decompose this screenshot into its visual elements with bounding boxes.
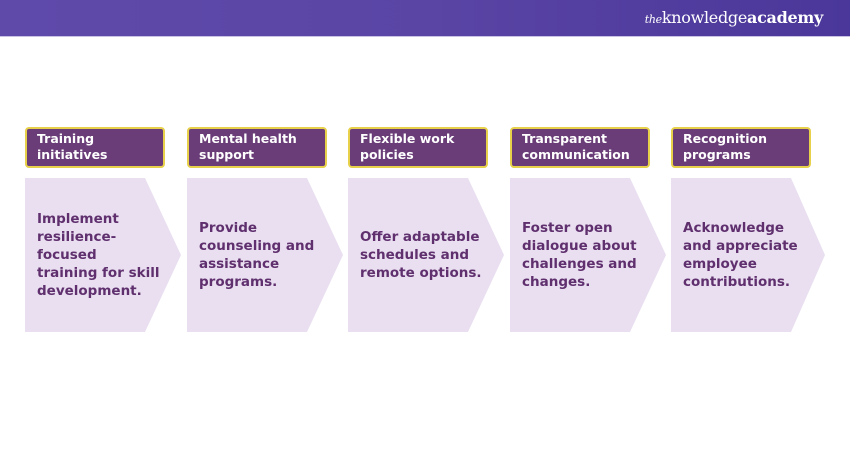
logo-word-academy: academy — [747, 8, 823, 27]
step-description: Implement resilience-focused training fo… — [37, 211, 160, 299]
step-recognition: Recognition programs Acknowledge and app… — [671, 127, 831, 337]
step-mental-health: Mental health support Provide counseling… — [187, 127, 347, 337]
step-training: Training initiatives Implement resilienc… — [25, 127, 185, 337]
step-title: Recognition programs — [671, 127, 811, 168]
chevron-arrow-shape — [187, 178, 343, 332]
logo-prefix: the — [644, 13, 662, 26]
chevron-arrow-shape — [671, 178, 827, 332]
chevron-arrow-shape — [25, 178, 181, 332]
step-title: Training initiatives — [25, 127, 165, 168]
step-title: Mental health support — [187, 127, 327, 168]
step-description: Offer adaptable schedules and remote opt… — [360, 229, 482, 281]
step-title: Flexible work policies — [348, 127, 488, 168]
step-description: Provide counseling and assistance progra… — [199, 220, 315, 290]
step-flexible-work: Flexible work policies Offer adaptable s… — [348, 127, 508, 337]
step-description: Foster open dialogue about challenges an… — [522, 220, 637, 290]
step-transparent-communication: Transparent communication Foster open di… — [510, 127, 670, 337]
logo-word-knowledge: knowledge — [661, 8, 748, 27]
brand-logo[interactable]: theknowledgeacademy — [644, 8, 824, 27]
step-description: Acknowledge and appreciate employee cont… — [683, 220, 798, 290]
chevron-arrow-shape — [348, 178, 504, 332]
chevron-arrow-shape — [510, 178, 666, 332]
step-title: Transparent communication — [510, 127, 650, 168]
header-bar: theknowledgeacademy — [0, 0, 850, 37]
